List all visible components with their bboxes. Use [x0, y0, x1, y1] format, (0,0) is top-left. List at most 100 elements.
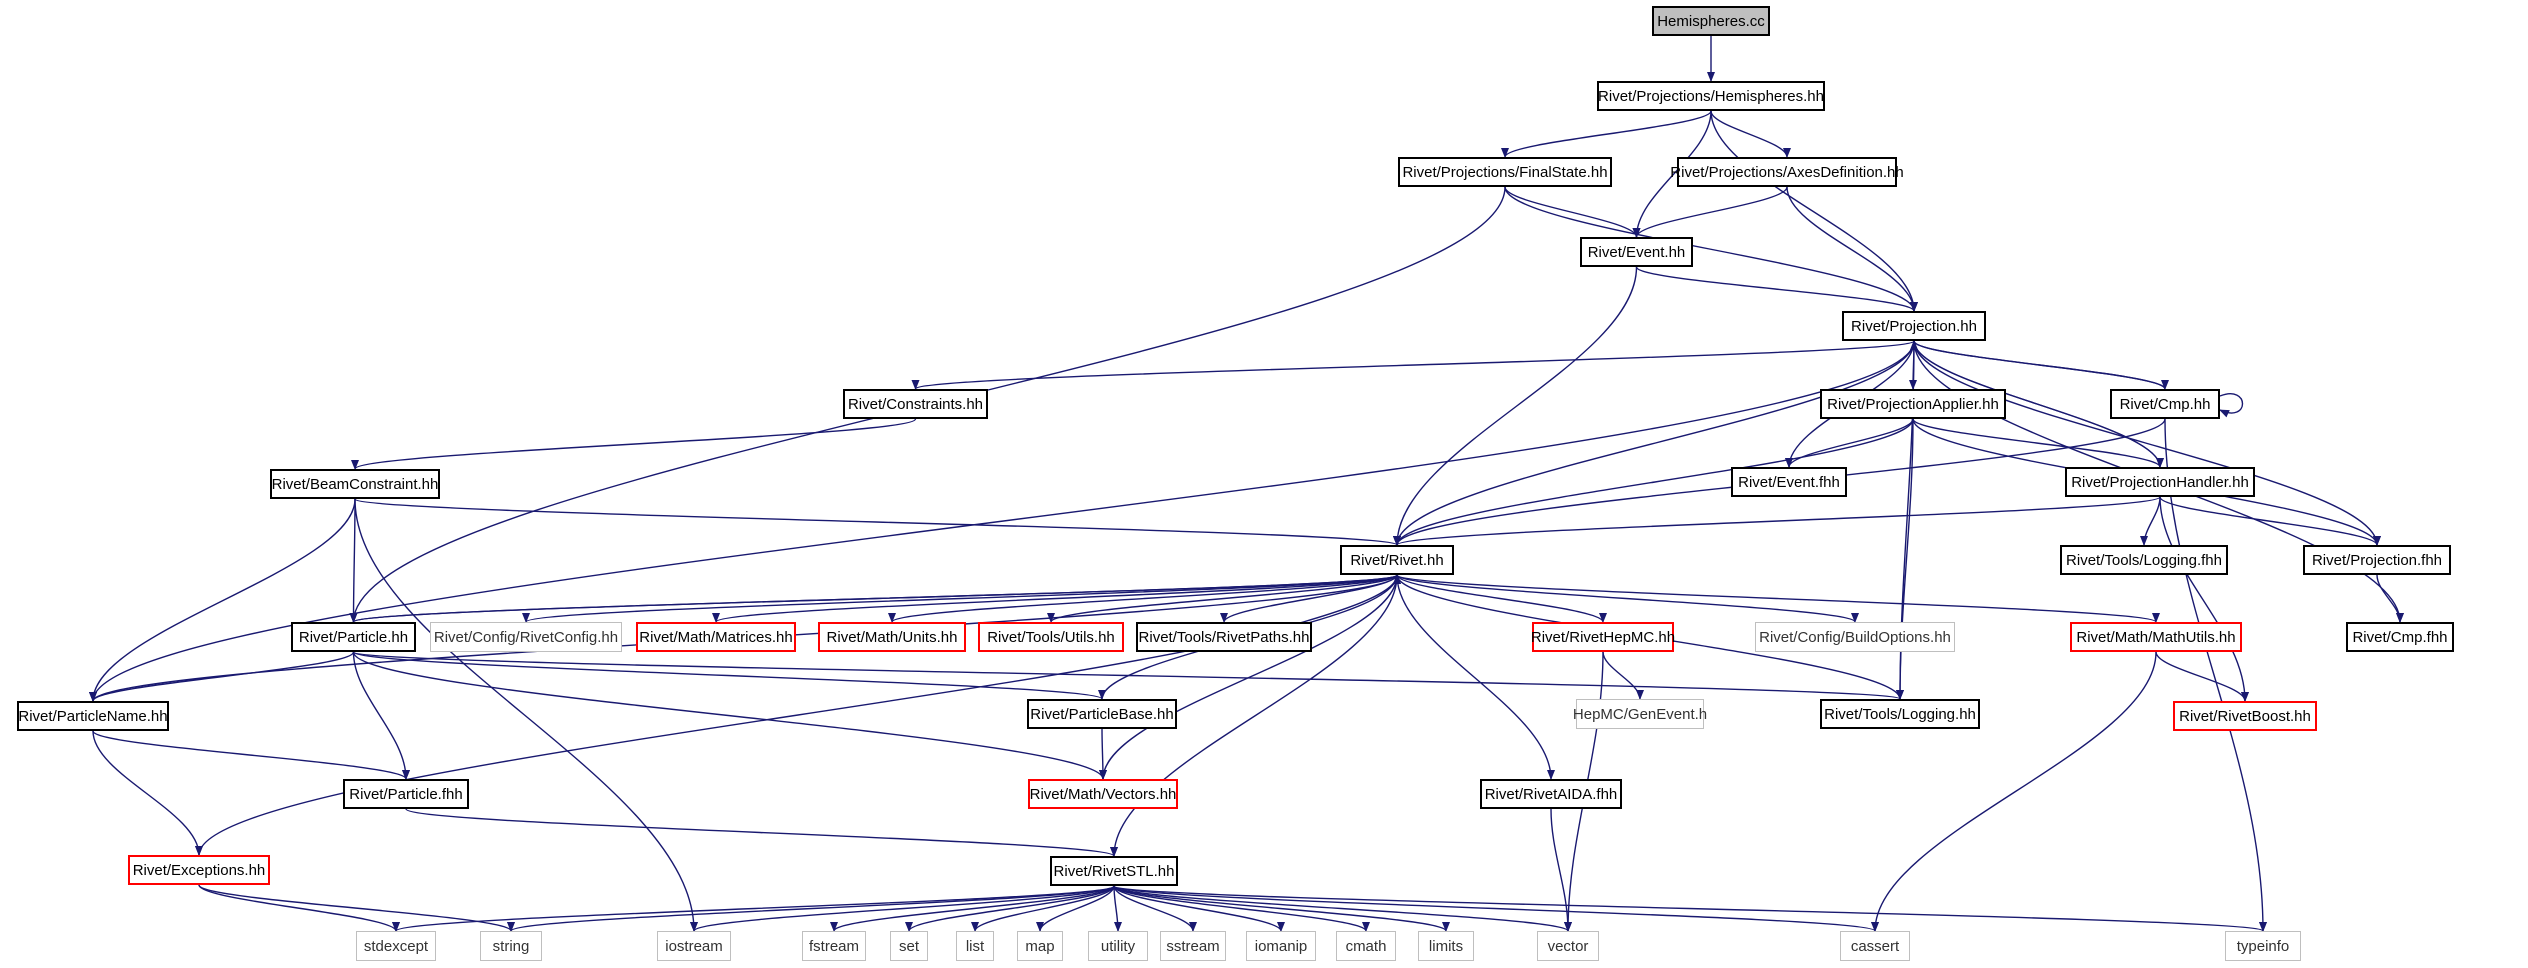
edge-particle-hh-to-particlename-hh — [89, 651, 355, 702]
edge-rivet-hh-to-rivetconfig-hh — [522, 574, 1398, 623]
edge-axesdef-hh-to-event-hh — [1632, 186, 1788, 238]
edge-rivetstl-hh-to-utility — [1113, 885, 1122, 932]
node-logging-fhh[interactable]: Rivet/Tools/Logging.fhh — [2060, 545, 2228, 575]
node-matrices-hh[interactable]: Rivet/Math/Matrices.hh — [636, 622, 796, 652]
edge-rivet-hh-to-units-hh — [888, 574, 1398, 623]
node-projection-hh[interactable]: Rivet/Projection.hh — [1842, 311, 1986, 341]
node-rivetstl-hh[interactable]: Rivet/RivetSTL.hh — [1050, 856, 1178, 886]
edge-particle-hh-to-logging-hh — [352, 651, 1904, 700]
edge-constraints-hh-to-beamconstraint-hh — [351, 418, 917, 470]
edge-projection-hh-to-constraints-hh — [912, 340, 1915, 390]
edge-beamconstraint-hh-to-rivet-hh — [354, 498, 1401, 546]
edge-proj-hemispheres-hh-to-projection-hh — [1710, 110, 1918, 312]
node-units-hh[interactable]: Rivet/Math/Units.hh — [818, 622, 966, 652]
edge-projapplier-hh-to-projhandler-hh — [1912, 418, 2164, 468]
edge-projection-fhh-to-cmp-fhh — [2376, 574, 2404, 623]
node-rivet-hh[interactable]: Rivet/Rivet.hh — [1340, 545, 1454, 575]
node-rivethepmc-hh[interactable]: Rivet/RivetHepMC.hh — [1531, 622, 1675, 652]
edge-rivetstl-hh-to-iomanip — [1113, 885, 1285, 932]
node-utility: utility — [1088, 931, 1148, 961]
edge-rivetstl-hh-to-vector — [1113, 885, 1572, 932]
edge-event-hh-to-rivet-hh — [1393, 266, 1638, 546]
edge-projhandler-hh-to-logging-fhh — [2140, 496, 2161, 546]
edge-projapplier-hh-to-event-fhh — [1785, 418, 1914, 468]
edge-rivet-hh-to-mathutils-hh — [1396, 574, 2160, 623]
node-constraints-hh[interactable]: Rivet/Constraints.hh — [843, 389, 988, 419]
node-buildoptions-hh: Rivet/Config/BuildOptions.hh — [1755, 622, 1955, 652]
node-utils-hh[interactable]: Rivet/Tools/Utils.hh — [978, 622, 1124, 652]
node-axesdef-hh[interactable]: Rivet/Projections/AxesDefinition.hh — [1670, 157, 1904, 187]
edge-projection-hh-to-projection-fhh — [1913, 340, 2381, 546]
edge-particle-hh-to-particle-fhh — [352, 651, 410, 780]
node-string: string — [480, 931, 542, 961]
edge-rivetstl-hh-to-fstream — [830, 885, 1115, 932]
node-vector: vector — [1537, 931, 1599, 961]
node-particle-hh[interactable]: Rivet/Particle.hh — [291, 622, 416, 652]
edge-projhandler-hh-to-rivetboost-hh — [2159, 496, 2249, 702]
edge-event-hh-to-projection-hh — [1635, 266, 1918, 312]
edge-beamconstraint-hh-to-iostream — [354, 498, 698, 932]
node-particlename-hh[interactable]: Rivet/ParticleName.hh — [17, 701, 169, 731]
edge-rivetstl-hh-to-typeinfo — [1113, 885, 2267, 932]
edge-rivetstl-hh-to-iostream — [690, 885, 1115, 932]
node-beamconstraint-hh[interactable]: Rivet/BeamConstraint.hh — [270, 469, 440, 499]
node-list: list — [956, 931, 994, 961]
edge-projapplier-hh-to-rivet-hh — [1393, 418, 1914, 546]
node-projhandler-hh[interactable]: Rivet/ProjectionHandler.hh — [2065, 467, 2255, 497]
edge-exceptions-hh-to-stdexcept — [198, 884, 400, 932]
node-iomanip: iomanip — [1246, 931, 1316, 961]
edge-cmp-hh-to-cmp-hh — [2219, 393, 2244, 418]
edge-particle-hh-to-vectors-hh — [352, 651, 1107, 780]
edge-mathutils-hh-to-rivetboost-hh — [2155, 651, 2249, 702]
node-fstream: fstream — [802, 931, 866, 961]
node-iostream: iostream — [657, 931, 731, 961]
node-cmath: cmath — [1336, 931, 1396, 961]
node-cmp-fhh[interactable]: Rivet/Cmp.fhh — [2346, 622, 2454, 652]
node-mathutils-hh[interactable]: Rivet/Math/MathUtils.hh — [2070, 622, 2242, 652]
node-rivetpaths-hh[interactable]: Rivet/Tools/RivetPaths.hh — [1136, 622, 1312, 652]
node-cmp-hh[interactable]: Rivet/Cmp.hh — [2110, 389, 2220, 419]
edge-projhandler-hh-to-projection-hh — [1910, 340, 2161, 468]
node-proj-hemispheres-hh[interactable]: Rivet/Projections/Hemispheres.hh — [1597, 81, 1825, 111]
edge-rivetstl-hh-to-limits — [1113, 885, 1450, 932]
edge-rivetstl-hh-to-string — [507, 885, 1115, 932]
node-rivetaida-fhh[interactable]: Rivet/RivetAIDA.fhh — [1480, 779, 1622, 809]
edge-proj-hemispheres-hh-to-event-hh — [1632, 110, 1712, 238]
node-vectors-hh[interactable]: Rivet/Math/Vectors.hh — [1028, 779, 1178, 809]
node-particle-fhh[interactable]: Rivet/Particle.fhh — [343, 779, 469, 809]
edge-proj-hemispheres-hh-to-finalstate-hh — [1501, 110, 1712, 158]
edge-particlebase-hh-to-vectors-hh — [1098, 728, 1107, 780]
edge-beamconstraint-hh-to-particle-hh — [349, 498, 358, 623]
node-rivetboost-hh[interactable]: Rivet/RivetBoost.hh — [2173, 701, 2317, 731]
edge-rivetstl-hh-to-cmath — [1113, 885, 1370, 932]
edge-rivetaida-fhh-to-vector — [1550, 808, 1572, 932]
edge-projection-hh-to-rivet-hh — [1393, 340, 1915, 546]
edge-proj-hemispheres-hh-to-axesdef-hh — [1710, 110, 1791, 158]
edge-projhandler-hh-to-projection-fhh — [2159, 496, 2381, 546]
edge-rivetstl-hh-to-sstream — [1113, 885, 1197, 932]
edge-rivet-hh-to-utils-hh — [1047, 574, 1398, 623]
node-map: map — [1017, 931, 1063, 961]
edge-rivethepmc-hh-to-genevent-h — [1602, 651, 1644, 700]
edge-rivetstl-hh-to-set — [905, 885, 1115, 932]
node-event-hh[interactable]: Rivet/Event.hh — [1580, 237, 1693, 267]
node-stdexcept: stdexcept — [356, 931, 436, 961]
node-finalstate-hh[interactable]: Rivet/Projections/FinalState.hh — [1398, 157, 1612, 187]
edge-exceptions-hh-to-string — [198, 884, 515, 932]
edge-rivet-hh-to-rivethepmc-hh — [1396, 574, 1607, 623]
edge-projection-hh-to-particlename-hh — [89, 340, 1915, 702]
node-logging-hh[interactable]: Rivet/Tools/Logging.hh — [1820, 699, 1980, 729]
edge-finalstate-hh-to-projection-hh — [1504, 186, 1918, 312]
node-typeinfo: typeinfo — [2225, 931, 2301, 961]
edge-rivetstl-hh-to-stdexcept — [392, 885, 1115, 932]
node-sstream: sstream — [1160, 931, 1226, 961]
node-event-fhh[interactable]: Rivet/Event.fhh — [1731, 467, 1847, 497]
edge-particle-fhh-to-rivetstl-hh — [405, 808, 1118, 857]
edge-rivet-hh-to-rivetaida-fhh — [1396, 574, 1555, 780]
node-projapplier-hh[interactable]: Rivet/ProjectionApplier.hh — [1820, 389, 2006, 419]
node-projection-fhh[interactable]: Rivet/Projection.fhh — [2303, 545, 2451, 575]
node-exceptions-hh[interactable]: Rivet/Exceptions.hh — [128, 855, 270, 885]
node-particlebase-hh[interactable]: Rivet/ParticleBase.hh — [1027, 699, 1177, 729]
node-hemispheres-cc[interactable]: Hemispheres.cc — [1652, 6, 1770, 36]
